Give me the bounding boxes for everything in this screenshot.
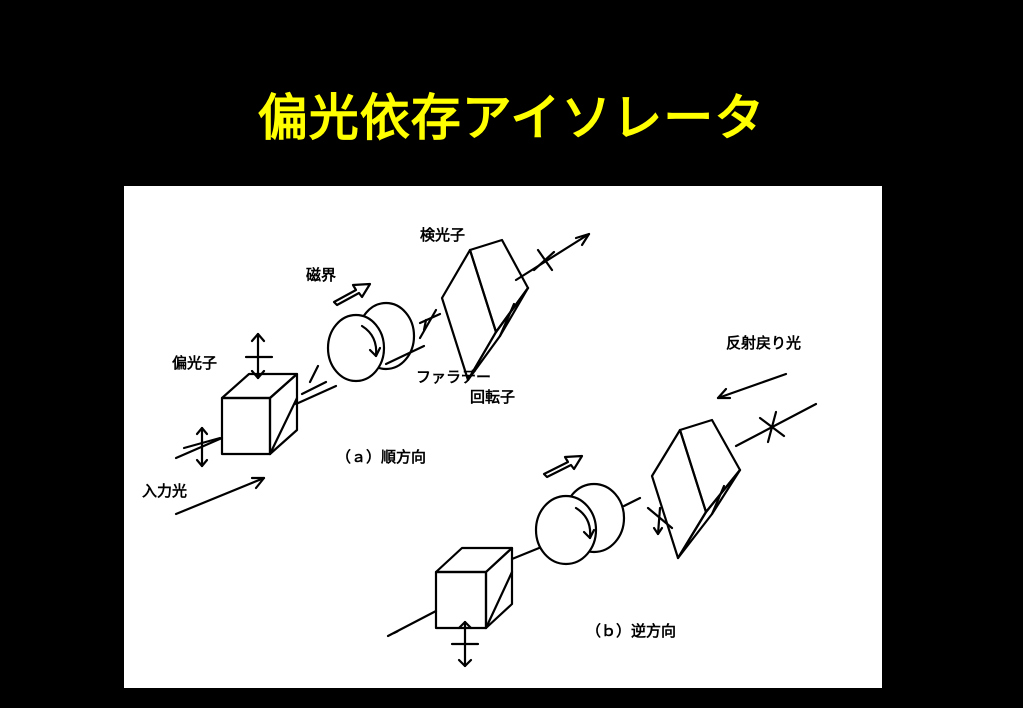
isolator-diagram-drawing: 検光子 磁界 偏光子 ファラデー 回転子 （ａ）順方向 入力光 反射戻り光 （ｂ… bbox=[142, 226, 818, 668]
polarizer-cube-backward bbox=[434, 546, 514, 630]
return-light-arrow bbox=[716, 372, 788, 400]
output-polarization-mark bbox=[532, 248, 556, 272]
isolator-diagram: 検光子 磁界 偏光子 ファラデー 回転子 （ａ）順方向 入力光 反射戻り光 （ｂ… bbox=[124, 186, 882, 688]
backward-direction-caption: （ｂ）逆方向 bbox=[586, 622, 676, 640]
faraday-rotator bbox=[326, 301, 416, 383]
polarizer-cube bbox=[220, 372, 299, 456]
magnetic-field-arrow-backward bbox=[542, 454, 584, 479]
backward-path-beam bbox=[386, 402, 818, 638]
polarizer-output-polarization-mark bbox=[244, 332, 274, 380]
rotated-polarization-mark bbox=[418, 308, 438, 340]
analyzer-prism-backward bbox=[650, 418, 742, 560]
input-light-arrow bbox=[174, 476, 266, 516]
forward-direction-caption: （ａ）順方向 bbox=[336, 448, 426, 466]
faraday-rotator-label-line1: ファラデー bbox=[416, 368, 491, 386]
faraday-rotator-backward bbox=[534, 482, 626, 566]
reflected-return-light-label: 反射戻り光 bbox=[726, 334, 801, 352]
post-polarizer-polarization-mark bbox=[300, 364, 328, 396]
return-polarization-mark bbox=[758, 410, 786, 444]
magnetic-field-label: 磁界 bbox=[306, 266, 336, 284]
analyzer-label: 検光子 bbox=[420, 226, 465, 244]
input-polarization-mark bbox=[182, 426, 222, 468]
forward-path-beam bbox=[174, 232, 591, 460]
polarizer-label: 偏光子 bbox=[172, 354, 217, 372]
faraday-rotator-label-line2: 回転子 bbox=[470, 388, 515, 406]
magnetic-field-arrow bbox=[332, 282, 372, 307]
analyzer-prism bbox=[440, 238, 530, 382]
blocked-polarization-mark bbox=[450, 620, 480, 668]
input-light-label: 入力光 bbox=[142, 482, 187, 500]
slide-title: 偏光依存アイソレータ bbox=[257, 89, 766, 147]
